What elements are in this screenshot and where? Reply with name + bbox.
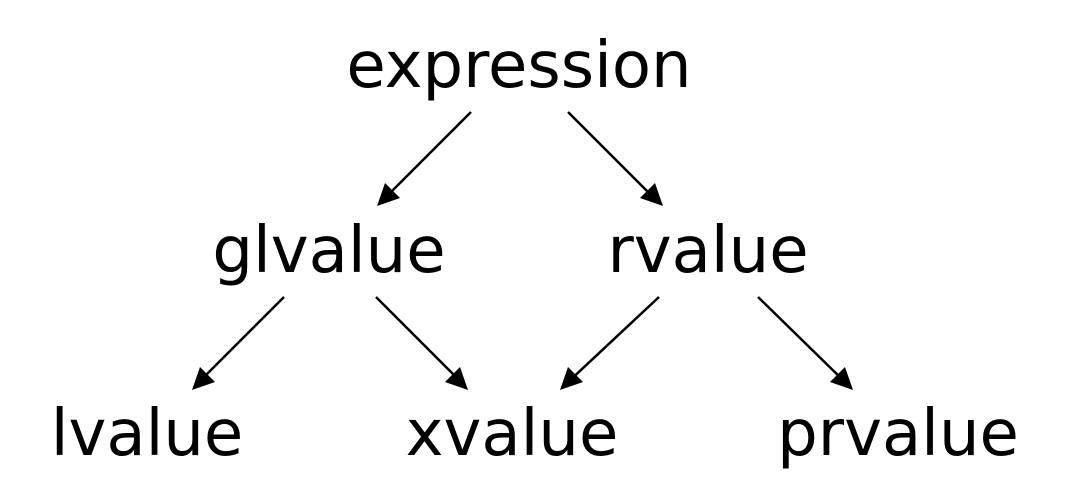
arrow-expression-to-rvalue [567, 111, 658, 202]
arrowhead-rvalue-to-xvalue [560, 367, 583, 390]
arrowhead-expression-to-rvalue [640, 183, 663, 206]
arrow-rvalue-to-prvalue [757, 296, 848, 385]
arrowhead-glvalue-to-lvalue [192, 367, 215, 390]
node-prvalue: prvalue [777, 397, 1019, 471]
node-expression: expression [346, 29, 692, 103]
node-rvalue: rvalue [607, 214, 809, 288]
node-xvalue: xvalue [405, 397, 619, 471]
arrow-rvalue-to-xvalue [565, 296, 660, 385]
node-glvalue: glvalue [212, 214, 446, 288]
arrowhead-rvalue-to-prvalue [830, 367, 853, 390]
arrowhead-glvalue-to-xvalue [445, 367, 468, 390]
arrow-glvalue-to-lvalue [196, 296, 285, 385]
arrow-expression-to-glvalue [379, 111, 472, 204]
arrow-glvalue-to-xvalue [375, 296, 464, 385]
arrowhead-expression-to-glvalue [377, 183, 400, 206]
node-lvalue: lvalue [50, 397, 244, 471]
